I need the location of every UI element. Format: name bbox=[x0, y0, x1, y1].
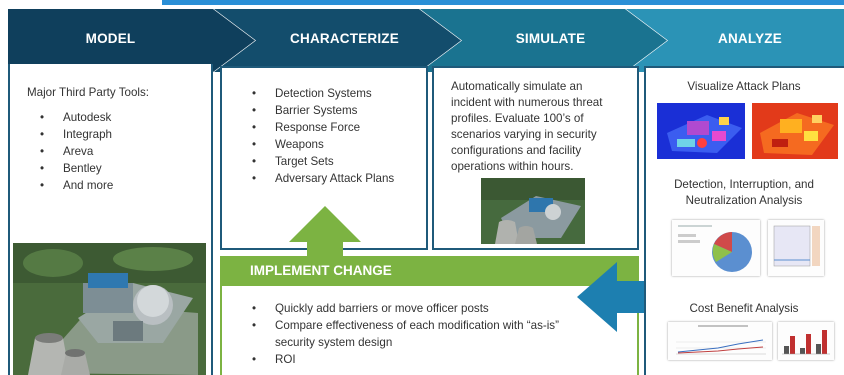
step-simulate-chevron: SIMULATE bbox=[420, 9, 667, 72]
simulate-line: profiles. Evaluate 100’s of bbox=[451, 112, 584, 125]
step-characterize-chevron: CHARACTERIZE bbox=[214, 9, 461, 72]
implement-list: Quickly add barriers or move officer pos… bbox=[252, 300, 559, 368]
simulation-image bbox=[481, 178, 585, 244]
cost-benefit-line-chart-image bbox=[668, 322, 772, 360]
top-accent-bar bbox=[162, 0, 844, 5]
step-characterize-label: CHARACTERIZE bbox=[290, 31, 399, 46]
model-tool-item: Integraph bbox=[40, 126, 113, 143]
implement-change-header bbox=[220, 256, 639, 286]
step-model-chevron: MODEL bbox=[8, 9, 255, 72]
implement-item: Compare effectiveness of each modificati… bbox=[252, 317, 559, 351]
model-tool-item: Autodesk bbox=[40, 109, 113, 126]
analysis-scatter-image bbox=[768, 220, 824, 276]
simulate-line: operations within hours. bbox=[451, 160, 574, 173]
implement-item: Quickly add barriers or move officer pos… bbox=[252, 300, 559, 317]
model-tool-item: Areva bbox=[40, 143, 113, 160]
step-analyze-label: ANALYZE bbox=[718, 31, 782, 46]
analysis-pie-chart-image bbox=[672, 220, 760, 276]
model-heading: Major Third Party Tools: bbox=[27, 86, 149, 99]
model-tools-list: Autodesk Integraph Areva Bentley And mor… bbox=[40, 109, 113, 194]
simulate-line: scenarios varying in security bbox=[451, 128, 597, 141]
implement-change-title: IMPLEMENT CHANGE bbox=[250, 263, 392, 278]
analyze-visualize-title: Visualize Attack Plans bbox=[687, 80, 801, 93]
analyze-detection-title: Detection, Interruption, and Neutralizat… bbox=[674, 178, 814, 207]
attack-plan-heatmap-1 bbox=[657, 103, 745, 159]
characterize-item: Adversary Attack Plans bbox=[252, 170, 394, 187]
simulate-line: incident with numerous threat bbox=[451, 96, 603, 109]
implement-item: ROI bbox=[252, 351, 559, 368]
attack-plan-heatmap-2 bbox=[752, 103, 838, 159]
cost-benefit-bar-chart-image bbox=[778, 322, 834, 360]
characterize-item: Barrier Systems bbox=[252, 102, 394, 119]
step-analyze-chevron: ANALYZE bbox=[626, 9, 844, 72]
model-tool-item: And more bbox=[40, 177, 113, 194]
simulate-description: Automatically simulate an incident with … bbox=[451, 79, 602, 175]
characterize-item: Weapons bbox=[252, 136, 394, 153]
characterize-item: Response Force bbox=[252, 119, 394, 136]
facility-model-image bbox=[13, 243, 206, 375]
up-arrow-icon bbox=[289, 206, 361, 258]
simulate-line: configurations and facility bbox=[451, 144, 582, 157]
analyze-cost-benefit-title: Cost Benefit Analysis bbox=[689, 302, 799, 315]
characterize-list: Detection Systems Barrier Systems Respon… bbox=[252, 85, 394, 187]
simulate-line: Automatically simulate an bbox=[451, 80, 583, 93]
model-tool-item: Bentley bbox=[40, 160, 113, 177]
characterize-item: Target Sets bbox=[252, 153, 394, 170]
step-simulate-label: SIMULATE bbox=[515, 31, 586, 46]
left-arrow-icon bbox=[577, 262, 663, 332]
step-model-label: MODEL bbox=[85, 31, 136, 46]
characterize-item: Detection Systems bbox=[252, 85, 394, 102]
